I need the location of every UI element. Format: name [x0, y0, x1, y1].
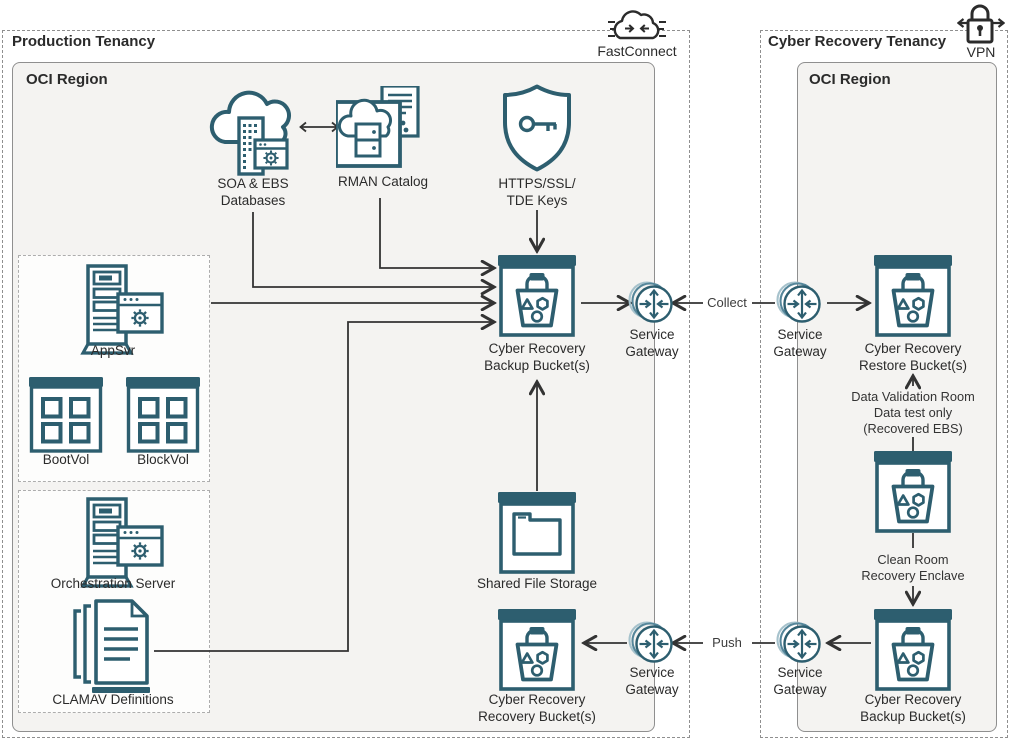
blockvol-label: BlockVol [137, 452, 189, 467]
service-gateway-cr-bottom-icon [776, 621, 821, 663]
cyber-region-title: OCI Region [809, 71, 891, 88]
cyber-tenancy-title: Cyber Recovery Tenancy [768, 33, 947, 50]
vpn-label: VPN [966, 44, 996, 60]
clamav-definitions-icon [73, 599, 152, 695]
arrow-soa-rman-head-left [299, 121, 307, 133]
restore-bucket-icon [873, 255, 953, 337]
https-ssl-tde-keys-icon [503, 84, 571, 172]
line-rman-to-backup [379, 198, 493, 268]
rman-label: RMAN Catalog [337, 174, 429, 189]
appsvr-label: AppSvr [90, 343, 136, 358]
clean-room-annotation: Clean Room Recovery Enclave [861, 552, 965, 583]
soa-ebs-databases-icon [203, 88, 303, 180]
orchestration-label: Orchestration Server [50, 576, 176, 591]
service-gateway-cr-top-label: Service Gateway [773, 327, 827, 359]
service-gateway-prod-bottom-label: Service Gateway [625, 665, 679, 697]
restore-bucket-label: Cyber Recovery Restore Bucket(s) [858, 341, 968, 373]
cr-backup-bucket-icon [873, 609, 953, 691]
recovery-bucket-icon [497, 609, 577, 691]
line-soa-to-backup [252, 212, 493, 287]
blockvol-icon [126, 377, 200, 453]
collect-edge-label: Collect [707, 295, 747, 310]
backup-bucket-icon [497, 255, 577, 337]
recovery-bucket-label: Cyber Recovery Recovery Bucket(s) [478, 692, 596, 724]
soa-ebs-label: SOA & EBS Databases [217, 176, 289, 208]
shared-file-storage-icon [497, 492, 577, 574]
service-gateway-cr-bottom-label: Service Gateway [773, 665, 827, 697]
vpn-icon [957, 4, 1005, 44]
rman-catalog-icon [336, 86, 420, 168]
production-region-title: OCI Region [26, 71, 108, 88]
service-gateway-prod-top-label: Service Gateway [625, 327, 679, 359]
service-gateway-prod-top-icon [628, 281, 673, 323]
line-clamav-to-backup [154, 322, 493, 652]
shared-file-storage-label: Shared File Storage [476, 576, 598, 591]
tde-keys-label: HTTPS/SSL/ TDE Keys [498, 176, 576, 208]
bootvol-icon [29, 377, 103, 453]
validation-bucket-icon [873, 451, 953, 533]
clamav-label: CLAMAV Definitions [52, 692, 174, 707]
bootvol-label: BootVol [42, 452, 90, 467]
data-validation-annotation: Data Validation Room Data test only (Rec… [851, 389, 975, 436]
production-tenancy-title: Production Tenancy [12, 33, 156, 50]
cr-backup-bucket-label: Cyber Recovery Backup Bucket(s) [860, 692, 966, 724]
push-edge-label: Push [712, 635, 742, 650]
service-gateway-prod-bottom-icon [628, 621, 673, 663]
fastconnect-label: FastConnect [597, 43, 677, 59]
backup-bucket-label: Cyber Recovery Backup Bucket(s) [484, 341, 590, 373]
service-gateway-cr-top-icon [776, 281, 821, 323]
fastconnect-icon [608, 10, 666, 40]
